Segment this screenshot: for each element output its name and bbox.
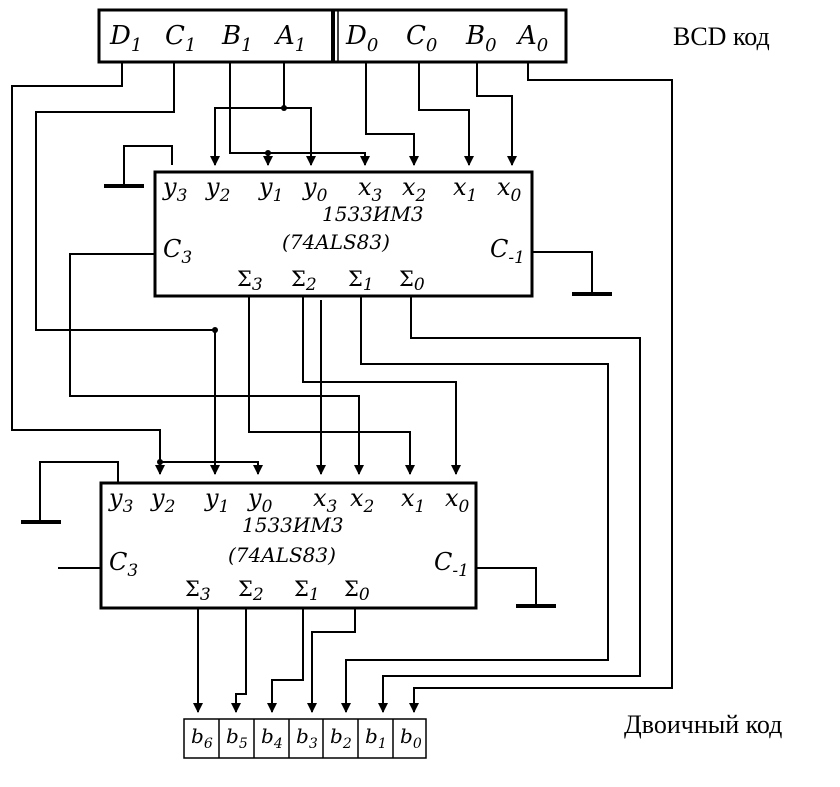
binary-bit-b5: b5 xyxy=(226,724,248,752)
wire-bottom-y2-y0 xyxy=(160,461,263,475)
wire-a1-y2 xyxy=(210,107,284,166)
adder-bottom-carry-in: C-1 xyxy=(434,548,469,581)
adder-top-part-number: 1533ИМ3 xyxy=(322,202,424,226)
adder-bottom-sum-2: Σ2 xyxy=(238,577,264,605)
adder-bottom-pin-y2: y2 xyxy=(150,484,175,517)
wire-bottom-sum1 xyxy=(267,608,304,713)
wire-bottom-sum0 xyxy=(307,608,356,713)
bcd-bit-c0: C0 xyxy=(406,21,437,56)
adder-top-sum-0: Σ0 xyxy=(399,267,425,295)
binary-caption: Двоичный код xyxy=(624,710,782,739)
binary-output-register: b6 b5 b4 b3 b2 b1 b0 xyxy=(183,718,427,759)
wire-bottom-sum2 xyxy=(231,608,247,713)
binary-bit-b2: b2 xyxy=(330,724,352,752)
bcd-bit-b0: B0 xyxy=(465,21,497,56)
wire-top-y3-ground xyxy=(123,145,173,186)
adder-bottom-part-number: 1533ИМ3 xyxy=(242,513,344,537)
adder-bottom-sum-0: Σ0 xyxy=(344,577,370,605)
junction-c1-bus xyxy=(212,327,218,333)
wire-d1 xyxy=(11,62,165,475)
binary-bit-b1: b1 xyxy=(365,724,387,752)
adder-bottom-pin-x1: x1 xyxy=(401,484,425,517)
adder-top-pin-x0: x0 xyxy=(497,173,522,206)
wiring xyxy=(11,62,673,713)
adder-bottom-pin-y3: y3 xyxy=(108,484,133,517)
binary-bit-b0: b0 xyxy=(400,724,422,752)
wire-top-sum0 xyxy=(378,296,641,713)
wire-b1-x3 xyxy=(268,152,370,166)
bcd-bit-c1: C1 xyxy=(165,21,196,56)
adder-top-pin-x3: x3 xyxy=(358,173,382,206)
junction-b1 xyxy=(265,150,271,156)
wire-bottom-y3-ground xyxy=(39,461,119,522)
adder-bottom-pin-y1: y1 xyxy=(204,484,229,517)
adder-bottom-pin-y0: y0 xyxy=(247,484,273,517)
adder-top-pin-y2: y2 xyxy=(205,173,230,206)
adder-bottom-pin-x2: x2 xyxy=(350,484,374,517)
binary-bit-b3: b3 xyxy=(296,724,318,752)
adder-bottom-part-alt: (74ALS83) xyxy=(228,543,336,567)
adder-top-sum-3: Σ3 xyxy=(237,267,263,295)
adder-top-sum-2: Σ2 xyxy=(291,267,317,295)
adder-top-pin-x2: x2 xyxy=(402,173,426,206)
adder-bottom: y3 y2 y1 y0 x3 x2 x1 x0 1533ИМ3 (74ALS83… xyxy=(99,481,478,610)
wire-a1-y0 xyxy=(284,107,316,166)
adder-top-part-alt: (74ALS83) xyxy=(282,230,390,254)
wire-b1-y1 xyxy=(229,62,273,166)
adder-top-carry-out: C3 xyxy=(163,235,192,268)
wire-c1 xyxy=(35,62,220,475)
bcd-register: D1 C1 B1 A1 D0 C0 B0 A0 xyxy=(97,8,568,64)
binary-bit-b4: b4 xyxy=(261,724,283,752)
bcd-bit-b1: B1 xyxy=(221,21,253,56)
junction-bottom-y xyxy=(157,459,163,465)
wire-top-sum3 xyxy=(248,296,415,475)
wire-bottom-cin-ground xyxy=(476,567,537,606)
adder-top-pin-y0: y0 xyxy=(302,173,328,206)
adder-top-sum-1: Σ1 xyxy=(348,267,374,295)
adder-bottom-sum-1: Σ1 xyxy=(294,577,320,605)
binary-bit-b6: b6 xyxy=(191,724,213,752)
adder-bottom-pin-x3: x3 xyxy=(313,484,337,517)
bcd-bit-d0: D0 xyxy=(345,21,378,56)
junction-a1 xyxy=(281,105,287,111)
wire-top-cin-ground xyxy=(532,251,593,294)
bcd-bit-d1: D1 xyxy=(109,21,142,56)
adder-bottom-carry-out: C3 xyxy=(109,548,138,581)
adder-top-carry-in: C-1 xyxy=(490,235,525,268)
bcd-bit-a0: A0 xyxy=(516,21,548,56)
adder-top: y3 y2 y1 y0 x3 x2 x1 x0 1533ИМ3 (74ALS83… xyxy=(153,170,534,298)
bcd-bit-a1: A1 xyxy=(274,21,306,56)
adder-bottom-sum-3: Σ3 xyxy=(185,577,211,605)
adder-top-pin-y1: y1 xyxy=(258,173,283,206)
wire-c0 xyxy=(418,62,474,166)
wire-top-c3 xyxy=(69,253,364,475)
adder-bottom-pin-x0: x0 xyxy=(445,484,470,517)
wire-b0 xyxy=(476,62,517,166)
wire-a0 xyxy=(409,62,673,713)
bcd-caption: BCD код xyxy=(673,22,770,51)
wire-top-sum1 xyxy=(341,296,609,713)
adder-top-pin-x1: x1 xyxy=(453,173,477,206)
adder-top-pin-y3: y3 xyxy=(162,173,187,206)
wire-top-sum2 xyxy=(302,296,461,475)
wire-d0 xyxy=(365,62,419,166)
